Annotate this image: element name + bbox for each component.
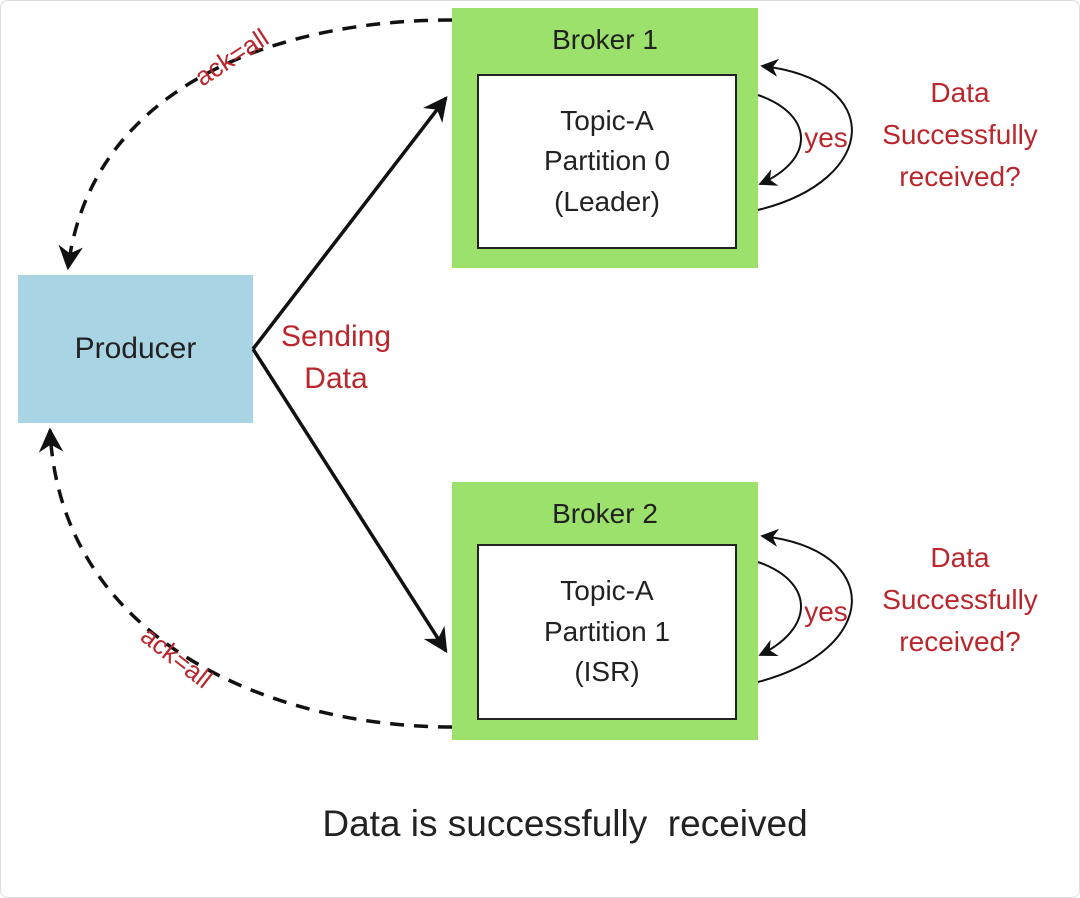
caption: Data is successfully received xyxy=(322,803,808,845)
broker-1-partition-label: Topic-A Partition 0 (Leader) xyxy=(543,104,671,217)
ack-arrow-bottom xyxy=(38,427,453,729)
broker-1-title: Broker 1 xyxy=(552,23,658,55)
sending-data-label: Sending Data xyxy=(280,320,392,395)
yes-top-label: yes xyxy=(804,121,848,153)
loop-outer-broker-2 xyxy=(757,528,853,683)
producer-label: Producer xyxy=(74,332,197,366)
send-arrow-broker-2 xyxy=(251,348,448,654)
loop-inner-broker-2 xyxy=(757,561,802,656)
ack-arrow-top xyxy=(58,18,453,271)
yes-bottom-label: yes xyxy=(804,595,848,627)
question-bottom-label: Data Successfully received? xyxy=(882,542,1038,657)
question-top-label: Data Successfully received? xyxy=(882,77,1038,192)
producer-node: Producer xyxy=(18,275,253,423)
loop-inner-broker-1 xyxy=(757,94,802,186)
broker-2-node: Broker 2 Topic-A Partition 1 (ISR) xyxy=(452,482,758,740)
loop-outer-broker-1 xyxy=(757,58,853,211)
broker-2-partition-box: Topic-A Partition 1 (ISR) xyxy=(477,544,737,720)
broker-1-node: Broker 1 Topic-A Partition 0 (Leader) xyxy=(452,8,758,268)
broker-1-partition-box: Topic-A Partition 0 (Leader) xyxy=(477,74,737,249)
send-arrow-broker-1 xyxy=(251,96,448,351)
broker-2-partition-label: Topic-A Partition 1 (ISR) xyxy=(543,575,671,688)
broker-2-title: Broker 2 xyxy=(552,497,658,529)
